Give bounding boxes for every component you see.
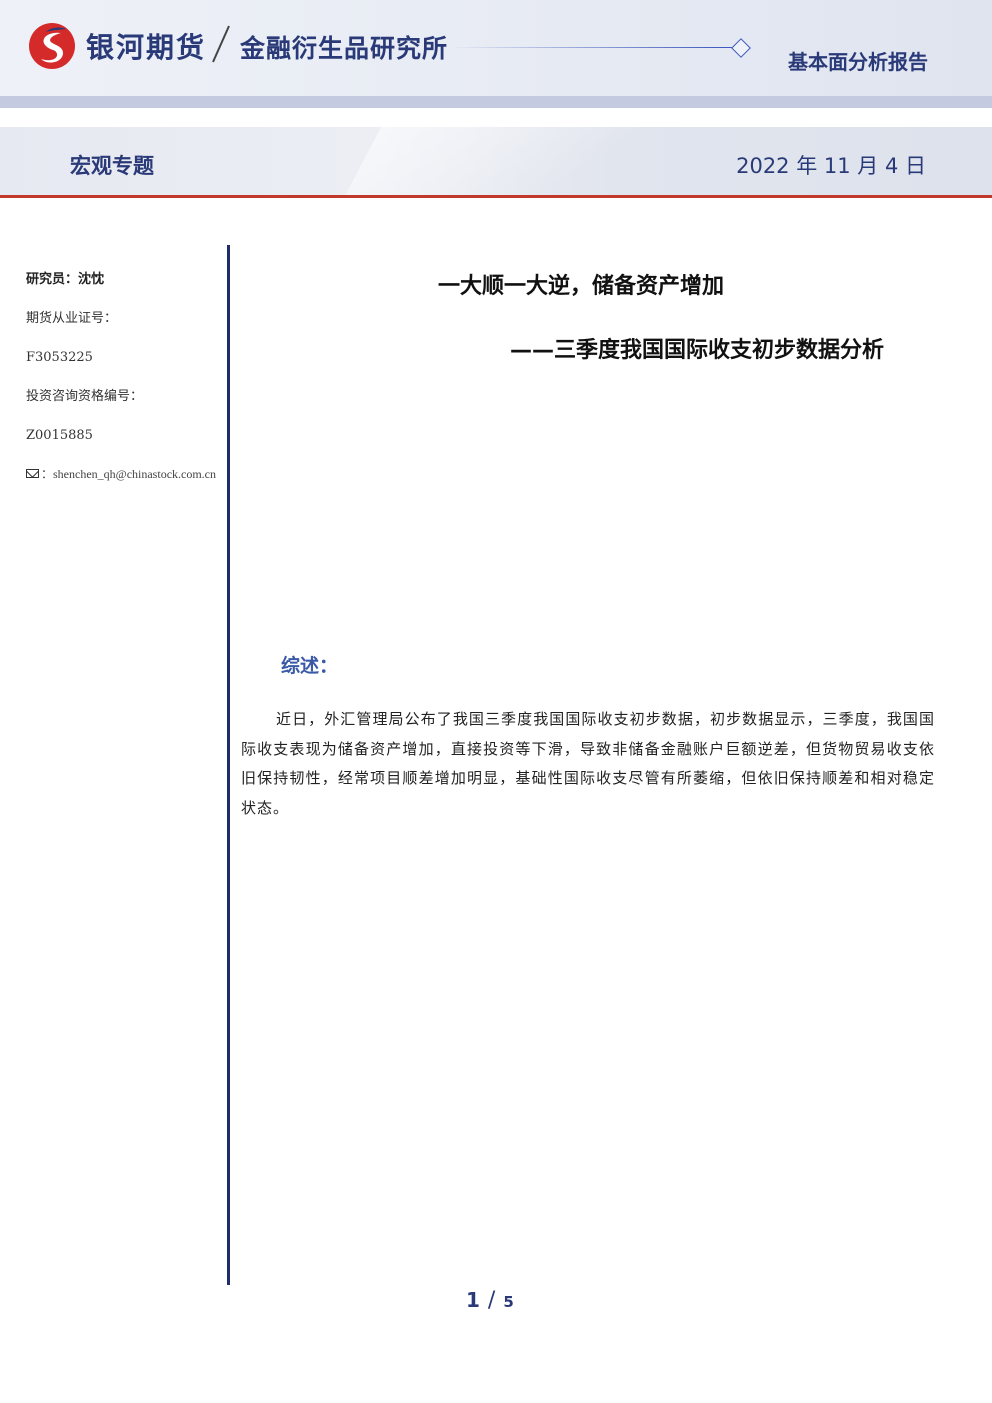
slash-divider — [212, 25, 230, 63]
page-separator: / — [487, 1288, 496, 1313]
page-number: 1 / 5 — [466, 1288, 514, 1313]
futures-cert-number: F3053225 — [26, 350, 93, 365]
header-band — [0, 0, 992, 108]
galaxy-s-logo-icon — [29, 23, 75, 69]
report-title: 一大顺一大逆，储备资产增加 — [438, 274, 725, 299]
report-date: 2022 年 11 月 4 日 — [736, 154, 926, 178]
total-pages: 5 — [503, 1293, 514, 1311]
futures-cert-label: 期货从业证号： — [26, 311, 118, 326]
summary-paragraph: 近日，外汇管理局公布了我国三季度我国国际收支初步数据，初步数据显示，三季度，我国… — [241, 710, 935, 817]
advisory-cert-number: Z0015885 — [26, 428, 93, 443]
report-type: 基本面分析报告 — [788, 50, 928, 74]
institute-name: 金融衍生品研究所 — [240, 34, 449, 63]
section-band — [0, 127, 992, 195]
header-rule — [450, 47, 732, 48]
email-row[interactable]: ：shenchen_qh@chinastock.com.cn — [26, 465, 226, 482]
brand-name: 银河期货 — [86, 31, 207, 64]
current-page: 1 — [466, 1288, 480, 1312]
report-subtitle: ——三季度我国国际收支初步数据分析 — [510, 338, 885, 363]
email-address[interactable]: ：shenchen_qh@chinastock.com.cn — [41, 467, 217, 481]
column-divider — [227, 245, 230, 1285]
red-rule — [0, 195, 992, 198]
author-sidebar: 研究员：沈忱 期货从业证号： F3053225 投资咨询资格编号： Z00158… — [26, 270, 226, 482]
summary-heading: 综述： — [281, 655, 339, 677]
header-stripe — [0, 96, 992, 108]
section-label: 宏观专题 — [70, 154, 154, 178]
band-decoration — [317, 127, 683, 195]
advisory-cert-label: 投资咨询资格编号： — [26, 389, 144, 404]
researcher-name: 研究员：沈忱 — [26, 272, 105, 287]
envelope-icon — [26, 469, 39, 478]
